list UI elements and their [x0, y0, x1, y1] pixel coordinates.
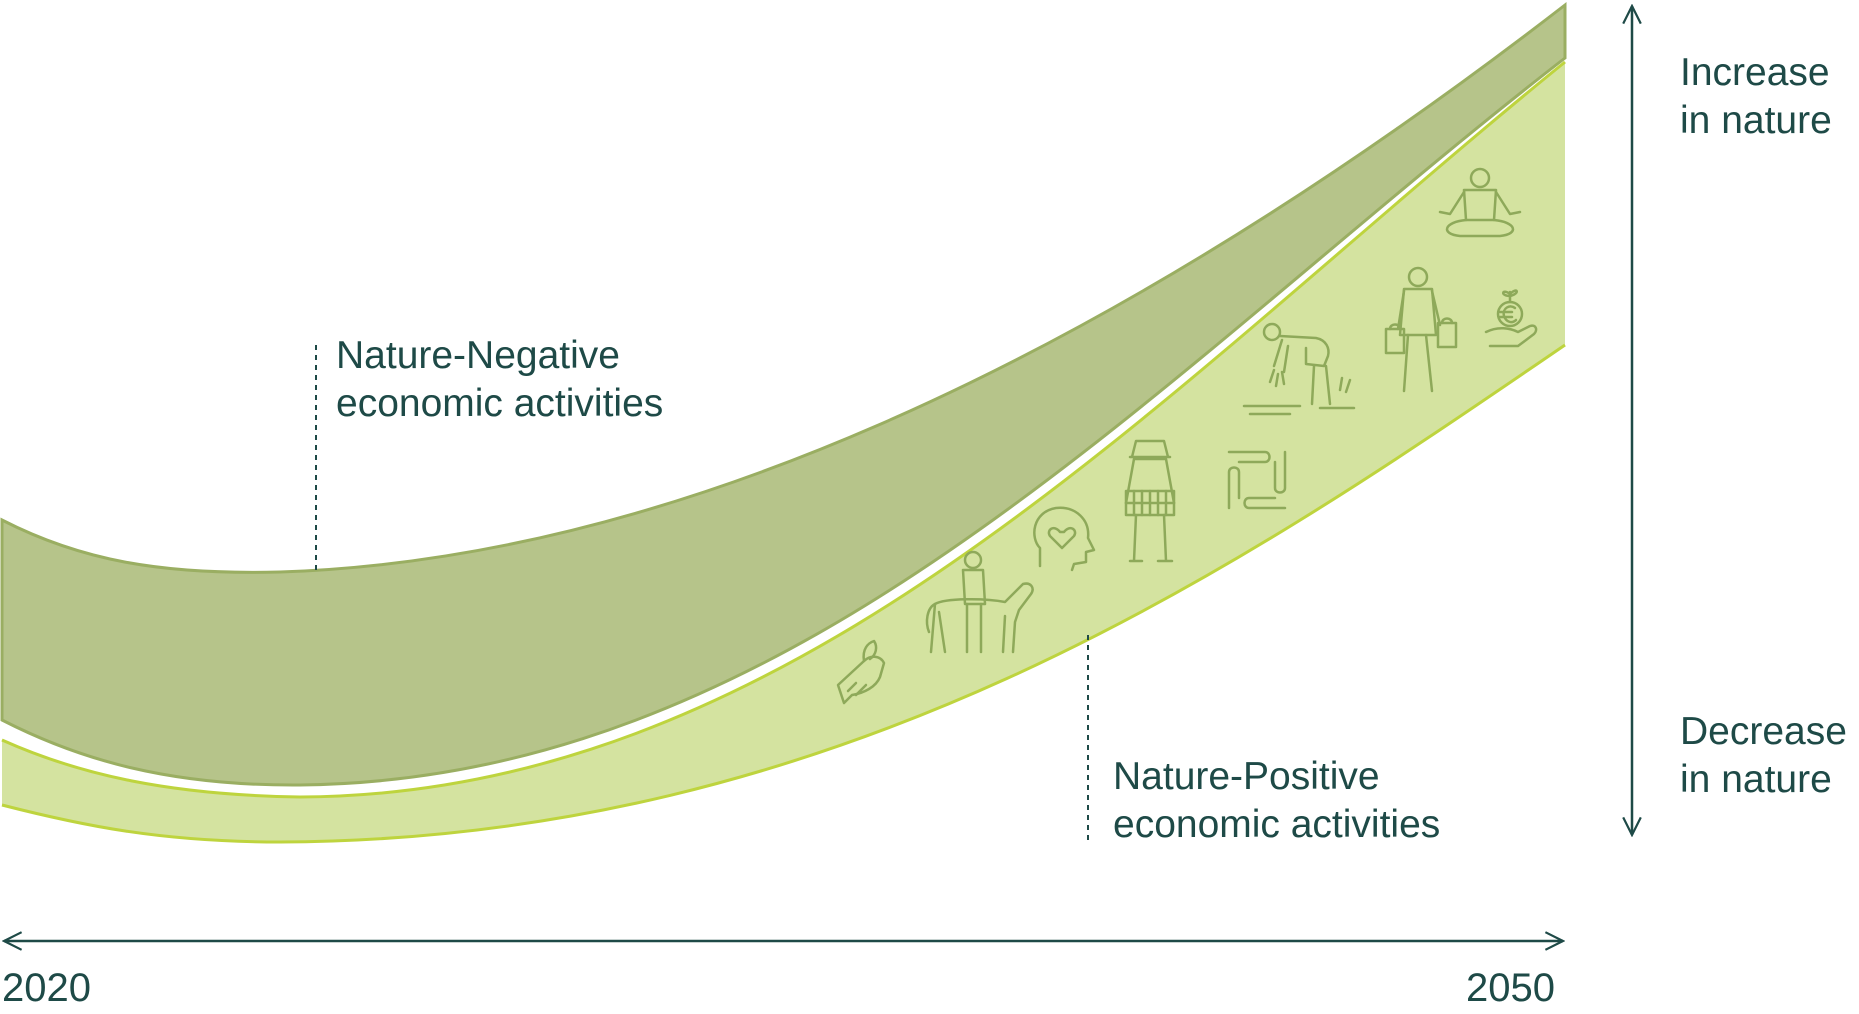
increase-in-nature-label: Increase in nature — [1680, 49, 1832, 145]
decrease-in-nature-label: Decrease in nature — [1680, 708, 1847, 804]
increase-label-line1: Increase — [1680, 49, 1832, 97]
decrease-label-line2: in nature — [1680, 756, 1847, 804]
decrease-label-line1: Decrease — [1680, 708, 1847, 756]
nature-positive-label: Nature-Positive economic activities — [1113, 753, 1440, 849]
nature-negative-label: Nature-Negative economic activities — [336, 332, 663, 428]
timeline-start-year: 2020 — [2, 966, 91, 1010]
nature-negative-label-line2: economic activities — [336, 380, 663, 428]
increase-label-line2: in nature — [1680, 97, 1832, 145]
timeline-end-year: 2050 — [1466, 966, 1555, 1010]
nature-positive-label-line1: Nature-Positive — [1113, 753, 1440, 801]
nature-positive-label-line2: economic activities — [1113, 801, 1440, 849]
nature-negative-label-line1: Nature-Negative — [336, 332, 663, 380]
